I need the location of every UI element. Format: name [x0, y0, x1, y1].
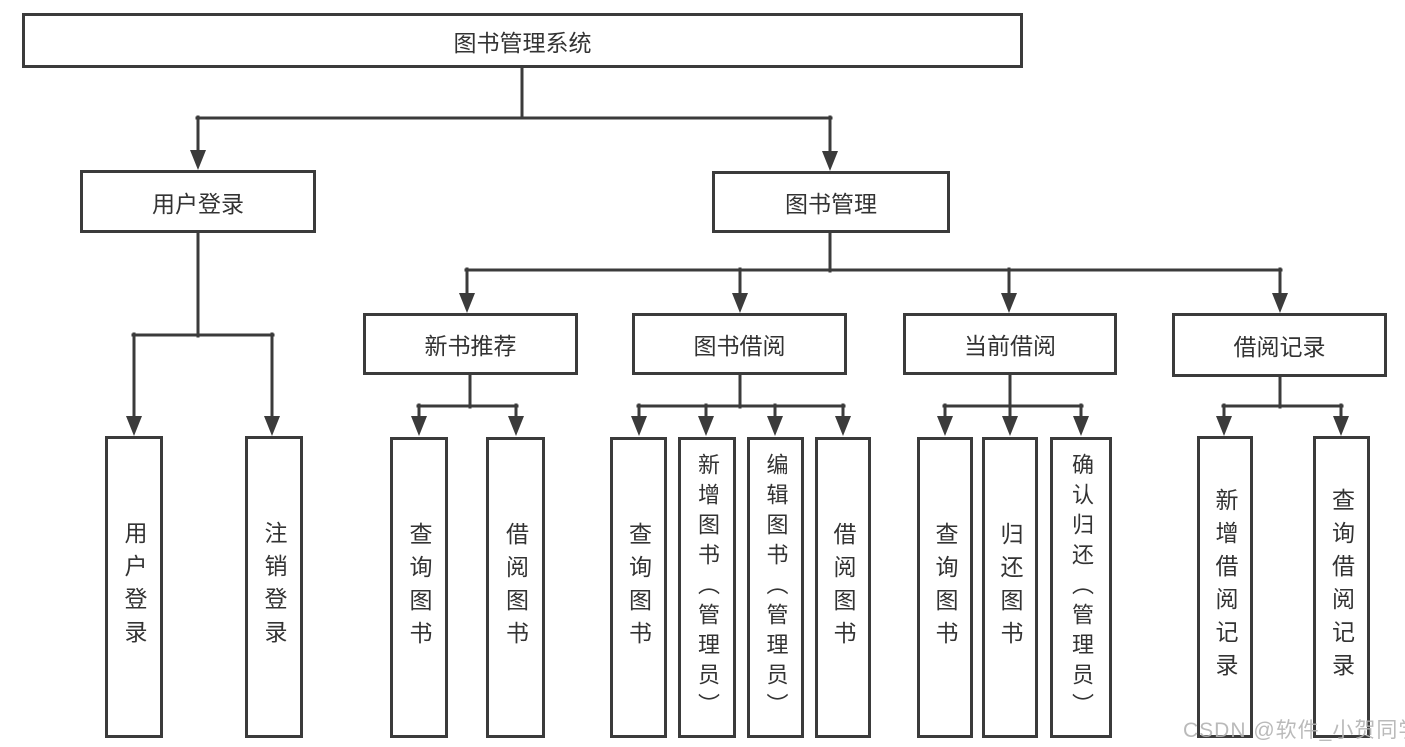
leaf-current-return-books: 归还图书	[982, 437, 1038, 738]
leaf-borrow-borrow-books: 借阅图书	[815, 437, 871, 738]
arrowhead	[732, 293, 748, 313]
leaf-borrow-edit-books-admin-label: 编辑图书（管理员）	[763, 452, 789, 723]
leaf-current-return-books-label: 归还图书	[997, 521, 1023, 654]
leaf-current-query-books: 查询图书	[917, 437, 973, 738]
node-book-management-label: 图书管理	[785, 191, 877, 217]
leaf-recommend-borrow-books-label: 借阅图书	[502, 521, 529, 654]
connector-current	[942, 372, 1084, 420]
node-book-management: 图书管理	[712, 171, 950, 233]
arrowhead	[411, 416, 427, 436]
node-root: 图书管理系统	[22, 13, 1023, 68]
arrowhead	[631, 416, 647, 436]
leaf-recommend-query-books-label: 查询图书	[406, 521, 432, 654]
leaf-borrow-edit-books-admin: 编辑图书（管理员）	[747, 437, 804, 738]
arrowhead	[1073, 416, 1089, 436]
leaf-borrow-query-books: 查询图书	[610, 437, 667, 738]
leaf-current-confirm-return-admin: 确认归还（管理员）	[1050, 437, 1112, 738]
connector-root	[195, 66, 833, 155]
leaf-current-confirm-return-admin-label: 确认归还（管理员）	[1069, 452, 1094, 723]
arrowhead	[1216, 416, 1232, 436]
leaf-current-query-books-label: 查询图书	[932, 521, 958, 654]
arrowhead	[508, 416, 524, 436]
connector-recommend	[416, 372, 519, 420]
node-user-login: 用户登录	[80, 170, 316, 233]
arrowhead	[1333, 416, 1349, 436]
arrowhead	[459, 293, 475, 313]
arrowhead	[1002, 416, 1018, 436]
node-book-borrow-label: 图书借阅	[693, 333, 786, 359]
connector-records	[1221, 374, 1344, 420]
node-borrow-records: 借阅记录	[1172, 313, 1387, 377]
connector-borrow	[636, 372, 846, 420]
node-new-book-recommend-label: 新书推荐	[424, 333, 517, 359]
arrowhead	[767, 416, 783, 436]
arrowhead	[698, 416, 714, 436]
leaf-recommend-query-books: 查询图书	[390, 437, 448, 738]
connector-login	[131, 230, 275, 420]
node-new-book-recommend: 新书推荐	[363, 313, 578, 375]
node-user-login-label: 用户登录	[152, 190, 244, 217]
arrowhead	[126, 416, 142, 436]
node-root-label: 图书管理系统	[453, 29, 592, 56]
node-book-borrow: 图书借阅	[632, 313, 847, 375]
leaf-records-add-record: 新增借阅记录	[1197, 436, 1253, 738]
arrowhead	[835, 416, 851, 436]
arrowhead	[937, 416, 953, 436]
connector-book-management	[464, 230, 1283, 297]
leaf-borrow-query-books-label: 查询图书	[625, 521, 652, 654]
leaf-recommend-borrow-books: 借阅图书	[486, 437, 545, 738]
leaf-user-login-label: 用户登录	[121, 521, 147, 653]
leaf-logout-label: 注销登录	[261, 521, 287, 653]
leaf-logout: 注销登录	[245, 436, 303, 738]
node-current-borrow: 当前借阅	[903, 313, 1117, 375]
arrowhead	[1001, 293, 1017, 313]
arrowhead	[822, 151, 838, 171]
arrowhead	[190, 150, 206, 170]
leaf-records-add-record-label: 新增借阅记录	[1212, 488, 1238, 686]
node-borrow-records-label: 借阅记录	[1233, 334, 1326, 360]
arrowhead	[1272, 293, 1288, 313]
leaf-records-query-record: 查询借阅记录	[1313, 436, 1370, 738]
arrowhead	[264, 416, 280, 436]
leaf-borrow-add-books-admin: 新增图书（管理员）	[678, 437, 736, 738]
node-current-borrow-label: 当前借阅	[964, 333, 1056, 359]
leaf-borrow-borrow-books-label: 借阅图书	[830, 521, 856, 654]
leaf-records-query-record-label: 查询借阅记录	[1328, 488, 1355, 686]
csdn-watermark: CSDN @软件_小贺同学	[1183, 719, 1405, 742]
leaf-borrow-add-books-admin-label: 新增图书（管理员）	[695, 452, 720, 723]
leaf-user-login: 用户登录	[105, 436, 163, 738]
